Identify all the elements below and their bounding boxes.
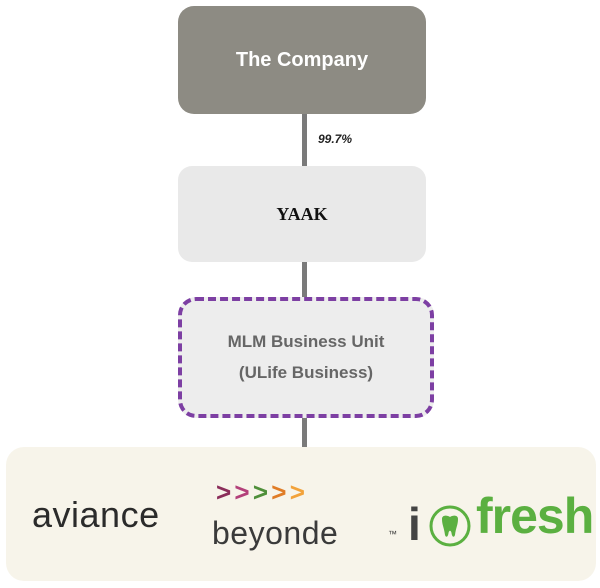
connector-mlm-brands bbox=[302, 418, 307, 448]
chevron-1-icon: > bbox=[216, 477, 231, 507]
mlm-label-line2: (ULife Business) bbox=[238, 362, 374, 382]
chevron-4-icon: > bbox=[271, 477, 286, 507]
yaak-node: YAAK bbox=[178, 166, 426, 262]
connector-company-yaak bbox=[302, 114, 307, 166]
ifresh-i-letter: i bbox=[408, 498, 421, 550]
brands-panel: aviance > > > > > beyonde ™ i fresh bbox=[6, 447, 596, 581]
chevron-5-icon: > bbox=[289, 477, 305, 507]
mlm-business-unit-node: MLM Business Unit (ULife Business) bbox=[178, 297, 434, 418]
beyonde-trademark: ™ bbox=[388, 529, 397, 539]
chevron-2-icon: > bbox=[234, 477, 249, 507]
connector-yaak-mlm bbox=[302, 262, 307, 297]
company-node: The Company bbox=[178, 6, 426, 114]
yaak-label: YAAK bbox=[276, 203, 328, 224]
company-label: The Company bbox=[235, 48, 369, 71]
ifresh-logo: fresh bbox=[476, 488, 594, 544]
ownership-percentage: 99.7% bbox=[318, 132, 353, 146]
chevron-3-icon: > bbox=[252, 477, 268, 507]
beyonde-logo: beyonde bbox=[212, 515, 339, 551]
tooth-icon bbox=[429, 505, 471, 547]
mlm-label-line1: MLM Business Unit bbox=[227, 331, 385, 351]
beyonde-chevrons-icon: > > > > > bbox=[216, 477, 305, 508]
aviance-logo: aviance bbox=[32, 494, 160, 535]
